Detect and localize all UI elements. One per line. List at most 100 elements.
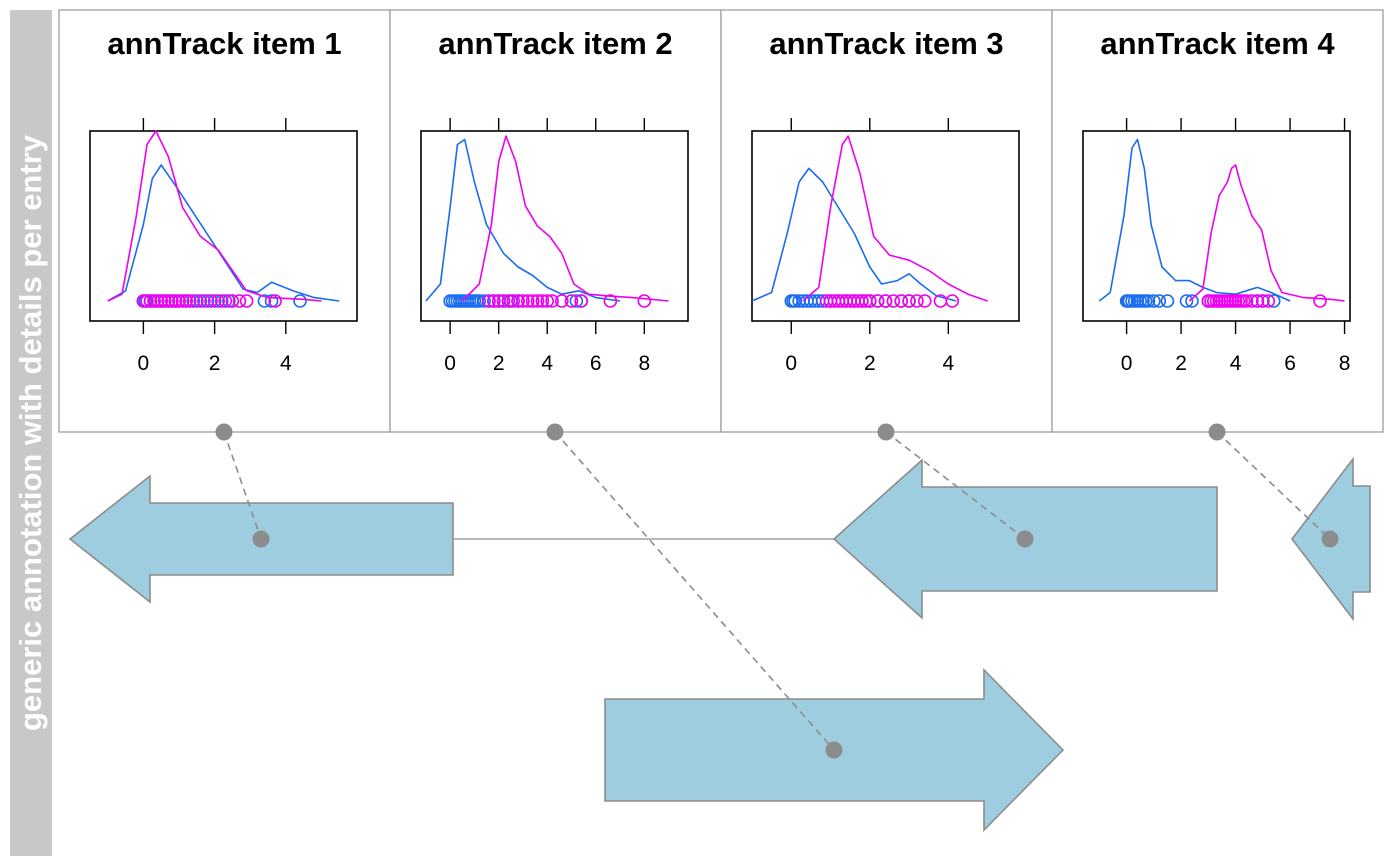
- rug-point: [239, 294, 254, 308]
- panel-frame: [389, 9, 722, 433]
- rug-point: [516, 294, 530, 308]
- panel-title: annTrack item 4: [1100, 26, 1335, 61]
- rug-point: [214, 294, 229, 308]
- rug-point: [535, 294, 550, 308]
- rug-point: [175, 294, 190, 308]
- rug-point: [150, 294, 165, 308]
- rug-point: [878, 294, 893, 308]
- rug-point: [211, 294, 225, 308]
- rug-point: [154, 294, 168, 308]
- rug-point: [1245, 294, 1259, 308]
- rug-point: [225, 294, 240, 308]
- rug-point: [1239, 294, 1254, 308]
- x-tick-label: 6: [1284, 352, 1296, 375]
- panel-frame: [58, 9, 391, 433]
- rug-point: [1141, 294, 1156, 308]
- panel-frame: [1051, 9, 1384, 433]
- rug-point: [147, 294, 161, 308]
- x-tick-label: 2: [1175, 352, 1187, 375]
- rug-point: [1256, 294, 1270, 308]
- rug-point: [545, 294, 559, 308]
- rug-point: [917, 294, 932, 308]
- rug-point: [886, 294, 901, 308]
- rug-point: [945, 294, 960, 308]
- density-line-series-1: [1098, 138, 1291, 302]
- connector-dot-panel: [546, 423, 564, 441]
- rug-point: [193, 294, 208, 308]
- x-tick-label: 0: [138, 352, 150, 375]
- panel-title: annTrack item 1: [107, 26, 341, 61]
- connector-line: [885, 431, 1026, 540]
- rug-point: [264, 294, 279, 308]
- rug-point: [574, 294, 589, 308]
- rug-point: [506, 294, 521, 308]
- density-line-series-2: [802, 135, 988, 302]
- rug-point: [197, 294, 211, 308]
- rug-point: [186, 294, 201, 308]
- rug-point: [530, 294, 545, 308]
- connector-line: [1216, 431, 1331, 540]
- density-line-series-1: [107, 164, 340, 302]
- rug-point: [168, 294, 183, 308]
- connector-line: [554, 431, 835, 751]
- rug-point: [232, 294, 247, 308]
- rug-point: [293, 294, 307, 308]
- detail-panel-4: annTrack item 4 0 2 4 6 8: [1051, 9, 1384, 433]
- rug-point: [870, 294, 885, 308]
- rug-point: [222, 294, 236, 308]
- x-tick-label: 2: [493, 352, 505, 375]
- plot-box: [751, 130, 1020, 322]
- rug-point: [637, 294, 652, 308]
- rug-point: [862, 294, 877, 308]
- plot-box: [420, 130, 689, 322]
- density-line-series-2: [461, 135, 669, 302]
- plot-box: [89, 130, 358, 322]
- rug-point: [1313, 294, 1327, 308]
- rug-point: [472, 294, 487, 308]
- track-label-strip: [10, 10, 52, 856]
- connector-dot-panel: [877, 423, 895, 441]
- rug-point: [136, 294, 151, 308]
- rug-point: [257, 294, 272, 308]
- rug-point: [1266, 294, 1281, 308]
- x-tick-label: 4: [1230, 352, 1242, 375]
- rug-point: [1179, 294, 1194, 308]
- rug-point: [554, 294, 569, 308]
- rug-point: [165, 294, 179, 308]
- x-tick-label: 4: [280, 352, 292, 375]
- rug-point: [491, 294, 506, 308]
- connector-line: [223, 431, 262, 540]
- x-tick-label: 6: [590, 352, 602, 375]
- panel-title: annTrack item 2: [438, 26, 672, 61]
- rug-point: [1147, 294, 1161, 308]
- feature-track: [68, 456, 1371, 832]
- rug-point: [190, 294, 204, 308]
- density-line-series-1: [425, 138, 621, 302]
- connector-dot-panel: [215, 423, 233, 441]
- rug-point: [1261, 294, 1276, 308]
- rug-point: [855, 294, 869, 308]
- rug-point: [482, 294, 496, 308]
- density-line-series-1: [751, 167, 957, 302]
- x-tick-label: 2: [864, 352, 876, 375]
- rug-point: [540, 294, 555, 308]
- x-tick-label: 4: [541, 352, 553, 375]
- x-tick-label: 0: [444, 352, 456, 375]
- panel-title: annTrack item 3: [769, 26, 1003, 61]
- rug-point: [157, 294, 172, 308]
- rug-point: [511, 294, 525, 308]
- rug-point: [1185, 294, 1199, 308]
- x-tick-label: 0: [1121, 352, 1133, 375]
- rug-point: [520, 294, 535, 308]
- rug-point: [902, 294, 916, 308]
- connector-dot-panel: [1208, 423, 1226, 441]
- rug-point: [200, 294, 215, 308]
- x-tick-label: 8: [1339, 352, 1351, 375]
- connector-dot-feature: [1016, 530, 1034, 548]
- rug-point: [204, 294, 218, 308]
- rug-point: [1160, 294, 1175, 308]
